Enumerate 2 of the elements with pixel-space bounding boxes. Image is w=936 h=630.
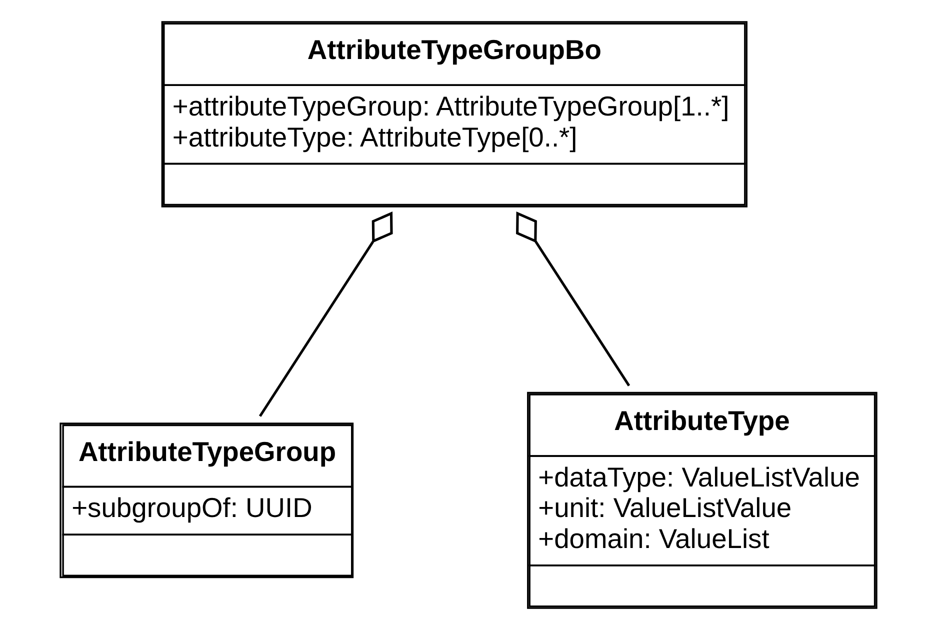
connector bbox=[258, 212, 392, 417]
connector bbox=[516, 212, 630, 386]
